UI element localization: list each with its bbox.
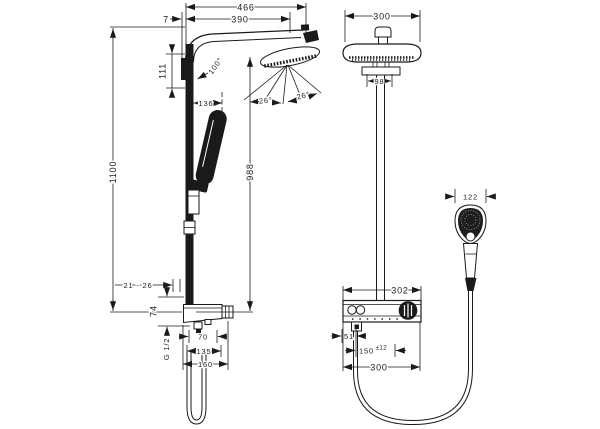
spray-angle-left-label: 26° xyxy=(259,95,273,105)
shower-arm xyxy=(184,29,304,63)
dim-466: 466 xyxy=(185,1,307,44)
hose-loop-front xyxy=(353,291,473,426)
spray-cone: 26° 26° xyxy=(243,64,322,107)
hose-connection xyxy=(193,321,203,330)
dim-136-label: 136 xyxy=(199,99,214,108)
dim-70: 70 xyxy=(179,330,227,343)
dim-302-label: 302 xyxy=(391,286,408,296)
dim-150-label: 150 xyxy=(359,347,374,356)
valve-button-left xyxy=(347,305,357,315)
dim-150: 150 ±12 xyxy=(345,343,406,357)
dim-111: 111 xyxy=(156,44,185,98)
dim-988: 988 xyxy=(196,57,256,313)
valve-front xyxy=(342,299,422,332)
dim-7-label: 7 xyxy=(163,15,169,25)
dim-74: 74 xyxy=(147,287,190,336)
dim-160-label: 160 xyxy=(198,360,213,369)
dim-300-valve-label: 300 xyxy=(370,363,387,373)
dim-7: 7 xyxy=(162,12,183,58)
dim-1100: 1100 xyxy=(107,26,185,313)
arm-joint-knob xyxy=(300,24,310,31)
dim-988-label: 988 xyxy=(245,163,255,180)
front-view: 300 98 122 302 xyxy=(331,10,496,426)
dim-70-label: 70 xyxy=(198,333,208,342)
valve-button-right xyxy=(355,305,366,315)
spray-angle-right-label: 26° xyxy=(296,90,312,102)
dim-466-label: 466 xyxy=(237,3,254,13)
side-view: 26° 26° xyxy=(107,1,322,425)
dim-300-valve: 300 xyxy=(342,322,421,374)
dim-1100-label: 1100 xyxy=(108,161,118,184)
dim-100-label: 100° xyxy=(207,55,225,75)
dim-300-head-label: 300 xyxy=(373,12,390,22)
dim-21-26-label: 21 - 26 xyxy=(124,281,153,290)
hose-cone xyxy=(465,278,477,291)
dim-21-26: 21 - 26 xyxy=(115,279,181,292)
dim-150-tolerance-label: ±12 xyxy=(376,345,388,352)
handshower-handle xyxy=(462,243,479,279)
handshower-holder xyxy=(190,179,209,193)
dim-98-label: 98 xyxy=(375,77,385,86)
dim-135: 135 xyxy=(186,345,222,357)
thread-label: G 1/2 xyxy=(162,338,171,360)
arm-head-joint xyxy=(303,30,319,43)
ceiling-bracket xyxy=(361,66,401,76)
select-button xyxy=(465,231,476,242)
dim-111-label: 111 xyxy=(158,63,168,79)
dim-51-label: 51 xyxy=(344,332,354,341)
overhead-shower-front xyxy=(342,43,422,63)
valve-side xyxy=(183,304,234,333)
dim-160: 160 xyxy=(182,321,229,370)
wall-bracket xyxy=(181,58,186,80)
overhead-shower-side xyxy=(260,46,320,68)
dim-51: 51 xyxy=(331,329,366,357)
dim-98: 98 xyxy=(366,74,393,87)
dim-122: 122 xyxy=(445,189,496,203)
dim-74-label: 74 xyxy=(149,305,159,317)
dim-135-label: 135 xyxy=(197,347,212,356)
dim-136: 136 xyxy=(193,92,223,124)
handshower-side xyxy=(187,109,227,215)
dim-390: 390 xyxy=(186,12,291,33)
dim-302: 302 xyxy=(342,284,422,300)
head-pivot-knob xyxy=(374,26,392,38)
dim-122-label: 122 xyxy=(463,193,478,202)
dim-390-label: 390 xyxy=(231,15,248,25)
handshower-front xyxy=(454,204,487,291)
riser-pipe xyxy=(185,44,194,305)
dim-100deg: 100° xyxy=(197,54,226,80)
hose-loop-side xyxy=(186,352,207,425)
dim-300-head: 300 xyxy=(344,10,421,42)
